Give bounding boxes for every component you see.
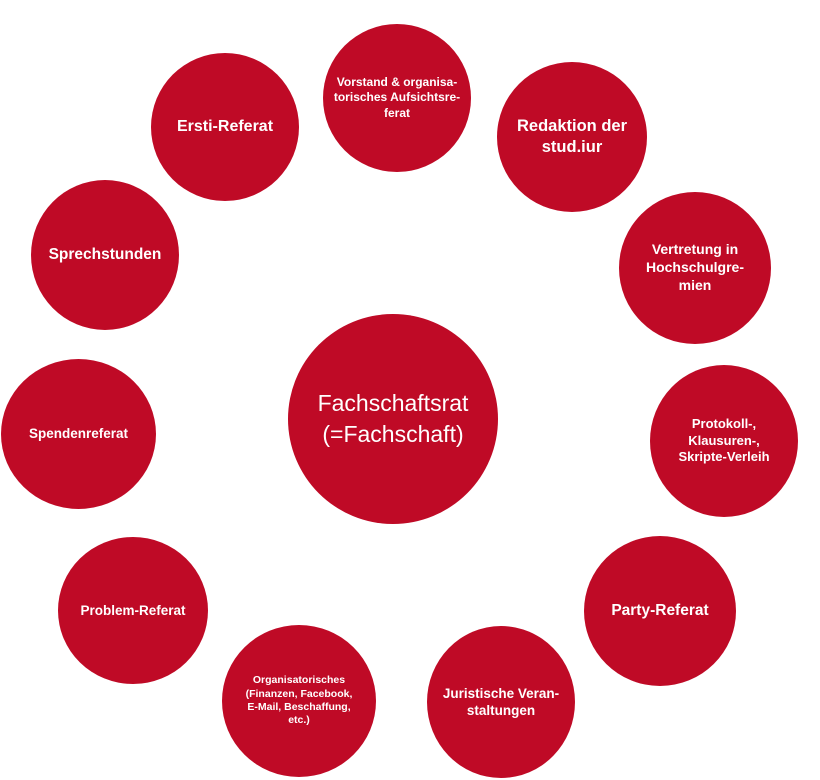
node-protokoll-label: Protokoll-, Klausuren-, Skripte-Verleih xyxy=(678,416,770,465)
node-organisatorisch-label: Organisatorisches (Finanzen, Facebook, E… xyxy=(245,674,353,727)
node-sprechstunden: Sprechstunden xyxy=(31,180,179,330)
node-vorstand: Vorstand & organisa- torisches Aufsichts… xyxy=(323,24,471,172)
node-ersti-label: Ersti-Referat xyxy=(176,117,274,135)
node-problem: Problem-Referat xyxy=(58,537,208,684)
node-vertretung: Vertretung in Hochschulgre- mien xyxy=(619,192,771,344)
node-spenden: Spendenreferat xyxy=(1,359,156,509)
node-vertretung-label: Vertretung in Hochschulgre- mien xyxy=(645,241,744,293)
node-organisatorisch: Organisatorisches (Finanzen, Facebook, E… xyxy=(222,625,376,777)
node-redaktion: Redaktion der stud.iur xyxy=(497,62,647,212)
node-party: Party-Referat xyxy=(584,536,736,686)
node-redaktion-label: Redaktion der stud.iur xyxy=(516,116,628,156)
node-juristische-label: Juristische Veran- staltungen xyxy=(442,685,560,718)
node-spenden-label: Spendenreferat xyxy=(28,426,129,442)
center-node-label: Fachschaftsrat (=Fachschaft) xyxy=(317,389,469,447)
node-sprechstunden-label: Sprechstunden xyxy=(48,246,162,264)
node-ersti: Ersti-Referat xyxy=(151,53,299,201)
node-juristische: Juristische Veran- staltungen xyxy=(427,626,575,778)
node-protokoll: Protokoll-, Klausuren-, Skripte-Verleih xyxy=(650,365,798,517)
node-vorstand-label: Vorstand & organisa- torisches Aufsichts… xyxy=(333,74,461,120)
node-problem-label: Problem-Referat xyxy=(80,602,186,618)
center-node-fachschaftsrat: Fachschaftsrat (=Fachschaft) xyxy=(288,314,498,524)
node-party-label: Party-Referat xyxy=(611,602,709,620)
